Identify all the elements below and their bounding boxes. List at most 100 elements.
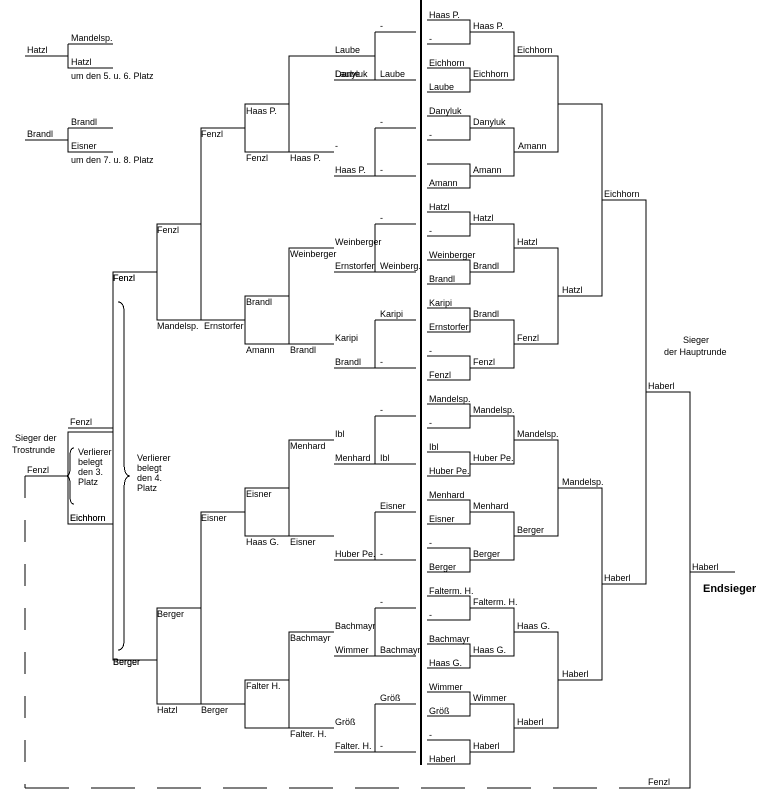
bracket-label: Haberl	[429, 754, 456, 764]
bracket-label: Eisner	[246, 489, 272, 499]
bracket-label: Sieger	[683, 335, 709, 345]
bracket-label: Huber Pe.	[473, 453, 514, 463]
bracket-label: belegt	[78, 457, 103, 467]
bracket-label: Größ	[429, 706, 450, 716]
bracket-label: um den 5. u. 6. Platz	[71, 71, 154, 81]
bracket-label: Mandelsp.	[517, 429, 559, 439]
bracket-label: Hatzl	[429, 202, 450, 212]
bracket-label: Karipi	[380, 309, 403, 319]
bracket-label: Haas P.	[246, 106, 277, 116]
bracket-label: Hatzl	[27, 45, 48, 55]
bracket-label: Amann	[473, 165, 502, 175]
bracket-slot-empty: -	[380, 21, 383, 31]
bracket-label: Karipi	[335, 333, 358, 343]
bracket-label: Verlierer	[78, 447, 112, 457]
bracket-label: Weinberg.	[380, 261, 421, 271]
bracket-label: Menhard	[473, 501, 509, 511]
bracket-label: Mandelsp.	[157, 321, 199, 331]
bracket-label: Mandelsp.	[71, 33, 113, 43]
bracket-label: Wimmer	[335, 645, 369, 655]
bracket-label: Eichhorn	[517, 45, 553, 55]
bracket-labels: -Haas P.Haas P.Laube-EichhornLaubeDanylu…	[12, 10, 757, 787]
bracket-slot-empty: -	[380, 597, 383, 607]
bracket-label: Menhard	[335, 453, 371, 463]
bracket-label: Mandelsp.	[473, 405, 515, 415]
bracket-slot-empty: -	[380, 117, 383, 127]
bracket-label: Laube	[335, 69, 360, 79]
bracket-label: Haberl	[562, 669, 589, 679]
bracket-label: Eichhorn	[473, 69, 509, 79]
bracket-label: Haas P.	[429, 10, 460, 20]
bracket-label: Platz	[78, 477, 99, 487]
bracket-label: Haas P.	[335, 165, 366, 175]
bracket-label: Weinberger	[335, 237, 381, 247]
bracket-label: Eichhorn	[604, 189, 640, 199]
bracket-label: Trostrunde	[12, 445, 55, 455]
bracket-label: Huber Pe.	[429, 466, 470, 476]
bracket-label: den 4.	[137, 473, 162, 483]
bracket-label: Karipi	[429, 298, 452, 308]
bracket-label: Berger	[473, 549, 500, 559]
bracket-label: Fenzl	[201, 129, 223, 139]
bracket-label: Brandl	[290, 345, 316, 355]
bracket-label: Hatzl	[473, 213, 494, 223]
bracket-label: Haberl	[517, 717, 544, 727]
bracket-label: Haas P.	[473, 21, 504, 31]
bracket-label: der Hauptrunde	[664, 347, 727, 357]
bracket-label: Fenzl	[246, 153, 268, 163]
bracket-slot-empty: -	[429, 538, 432, 548]
bracket-label: Bachmayr	[429, 634, 470, 644]
bracket-label: den 3.	[78, 467, 103, 477]
bracket-slot-empty: -	[380, 741, 383, 751]
bracket-label: Fenzl	[157, 225, 179, 235]
bracket-label: Fenzl	[113, 273, 135, 283]
bracket-label: Brandl	[473, 309, 499, 319]
bracket-label: Brandl	[429, 274, 455, 284]
bracket-label: Verlierer	[137, 453, 171, 463]
bracket-label: Brandl	[335, 357, 361, 367]
bracket-label: Falter. H.	[335, 741, 372, 751]
bracket-label: Eisner	[429, 514, 455, 524]
bracket-label: Eisner	[380, 501, 406, 511]
bracket-slot-empty: -	[429, 418, 432, 428]
bracket-label: Amann	[429, 178, 458, 188]
bracket-label: Wimmer	[429, 682, 463, 692]
bracket-label: Danyluk	[429, 106, 462, 116]
bracket-label: Danyluk	[473, 117, 506, 127]
bracket-label: Bachmayr	[335, 621, 376, 631]
bracket-label: Größ	[380, 693, 401, 703]
bracket-label: Huber Pe.	[335, 549, 376, 559]
bracket-label: Weinberger	[429, 250, 475, 260]
bracket-label: Brandl	[71, 117, 97, 127]
bracket-label: Fenzl	[429, 370, 451, 380]
bracket-label: Ernstorfer	[429, 322, 469, 332]
bracket-label: Haberl	[604, 573, 631, 583]
bracket-label: Amann	[246, 345, 275, 355]
bracket-label: Haas P.	[290, 153, 321, 163]
bracket-slot-empty: -	[429, 130, 432, 140]
bracket-label: Berger	[157, 609, 184, 619]
bracket-slot-empty: -	[380, 405, 383, 415]
bracket-label: Laube	[380, 69, 405, 79]
bracket-label: Amann	[518, 141, 547, 151]
bracket-label: Berger	[201, 705, 228, 715]
bracket-label: Ibl	[335, 429, 345, 439]
bracket-label: Hatzl	[71, 57, 92, 67]
bracket-label: Haas G.	[517, 621, 550, 631]
bracket-label: Eisner	[71, 141, 97, 151]
bracket-label: Bachmayr	[290, 633, 331, 643]
bracket-slot-empty: -	[429, 346, 432, 356]
bracket-label: Mandelsp.	[429, 394, 471, 404]
bracket-label: Fenzl	[473, 357, 495, 367]
bracket-label: Fenzl	[113, 273, 135, 283]
bracket-label: Eichhorn	[429, 58, 465, 68]
bracket-label: Ernstorfer	[204, 321, 244, 331]
bracket-label: Eisner	[290, 537, 316, 547]
bracket-label: Laube	[429, 82, 454, 92]
bracket-label: Berger	[429, 562, 456, 572]
bracket-label: Falter. H.	[290, 729, 327, 739]
bracket-slot-empty: -	[335, 141, 338, 151]
bracket-label: Eisner	[201, 513, 227, 523]
bracket-label: Ibl	[380, 453, 390, 463]
